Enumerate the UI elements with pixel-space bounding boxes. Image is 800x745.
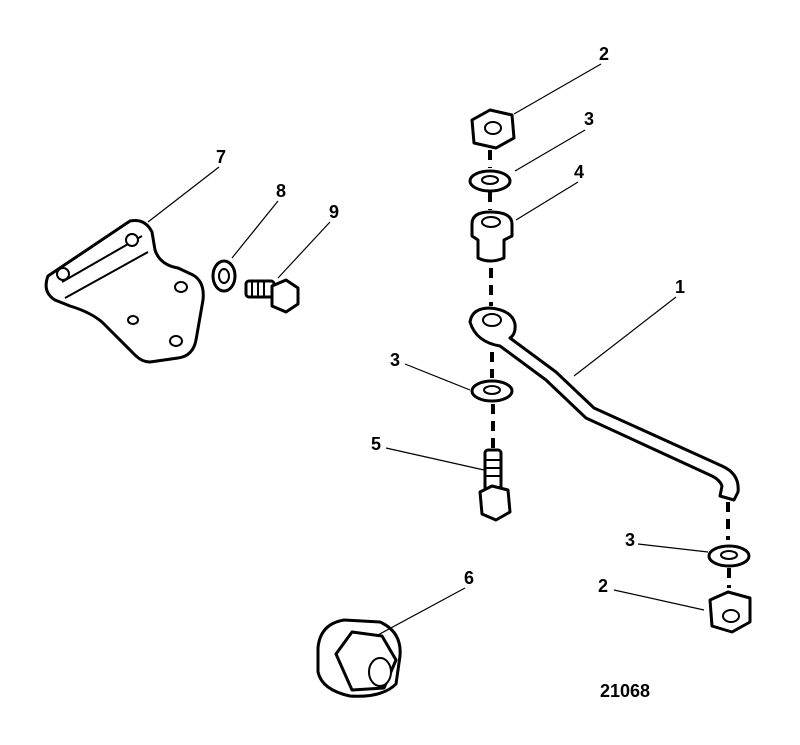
callout-part-9: 9 xyxy=(329,202,339,222)
washer-part-3-middle xyxy=(470,379,514,403)
mounting-bracket-part xyxy=(44,219,205,364)
callout-part-2-top: 2 xyxy=(599,44,609,64)
screw-part-5 xyxy=(478,448,512,522)
leader-lines xyxy=(147,63,709,637)
callout-part-3-middle: 3 xyxy=(390,350,400,370)
callout-part-5: 5 xyxy=(371,434,381,454)
callout-labels: 2 3 4 7 8 9 1 3 5 3 2 6 xyxy=(216,44,685,596)
washer-part-3-bottom xyxy=(707,544,751,568)
callout-part-7: 7 xyxy=(216,147,226,167)
bushing-part-4 xyxy=(470,210,514,263)
callout-part-1: 1 xyxy=(675,277,685,297)
screw-part-9 xyxy=(244,278,300,314)
callout-part-4: 4 xyxy=(574,162,584,182)
callout-part-2-bottom: 2 xyxy=(598,576,608,596)
callout-part-3-top: 3 xyxy=(584,109,594,129)
callout-part-8: 8 xyxy=(276,181,286,201)
callout-part-6: 6 xyxy=(464,568,474,588)
nut-part-2-bottom xyxy=(708,590,752,634)
washer-part-3-top xyxy=(468,169,512,193)
callout-part-3-bottom: 3 xyxy=(625,530,635,550)
figure-id: 21068 xyxy=(600,681,650,701)
washer-part-8 xyxy=(211,259,237,293)
link-rod-part-1 xyxy=(468,306,740,502)
locknut-part-6 xyxy=(316,618,402,698)
nut-part-2-top xyxy=(470,108,516,150)
